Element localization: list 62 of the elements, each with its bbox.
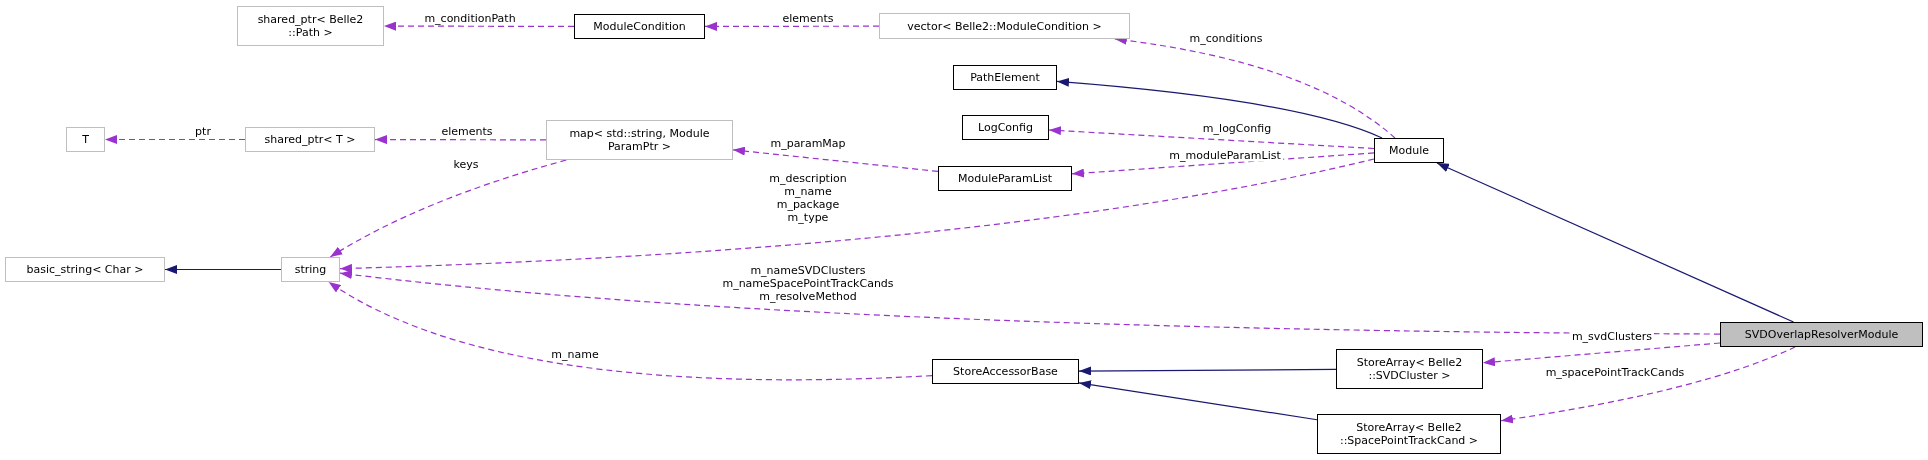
class-box bbox=[66, 127, 105, 152]
arrow bbox=[1056, 77, 1383, 139]
class-box bbox=[1317, 414, 1501, 454]
dashed-arrow bbox=[104, 135, 246, 144]
class-box bbox=[932, 359, 1079, 384]
dashed-arrow bbox=[329, 159, 567, 258]
dashed-arrow bbox=[383, 21, 575, 31]
class-name: vector< Belle2::ModuleCondition > bbox=[907, 19, 1102, 33]
dashed-arrow bbox=[328, 281, 933, 381]
class-name: T bbox=[82, 133, 89, 146]
class-name: StoreAccessorBase bbox=[953, 365, 1058, 378]
dashed-arrow bbox=[704, 21, 880, 31]
dashed-arrow bbox=[1071, 152, 1375, 178]
dashed-arrow bbox=[732, 146, 939, 173]
class-name: map< std::string, Module ParamPtr > bbox=[568, 127, 711, 153]
class-box bbox=[962, 115, 1049, 140]
class-box bbox=[281, 257, 340, 282]
edge-label: m_paramMap bbox=[768, 136, 848, 150]
class-box bbox=[879, 13, 1130, 39]
edge-label: m_conditionPath bbox=[422, 11, 518, 25]
class-name: string bbox=[294, 263, 327, 276]
edge-label: elements bbox=[780, 11, 836, 25]
class-box bbox=[5, 257, 165, 282]
edge-label: m_description m_name m_package m_type bbox=[767, 172, 849, 224]
edge-label: m_nameSVDClusters m_nameSpacePointTrackCands m_resolveMethod bbox=[720, 263, 896, 303]
edge-label: m_conditions bbox=[1187, 31, 1265, 45]
arrow bbox=[1078, 380, 1318, 421]
dashed-arrow bbox=[339, 158, 1375, 273]
dashed-arrow bbox=[1048, 126, 1375, 150]
class-box bbox=[1336, 349, 1483, 389]
class-name: ModuleParamList bbox=[957, 172, 1053, 185]
class-box bbox=[1374, 138, 1444, 163]
class-box bbox=[1720, 322, 1923, 347]
dashed-arrow bbox=[1482, 342, 1721, 367]
dashed-arrow bbox=[374, 135, 547, 145]
edge-label: elements bbox=[439, 124, 495, 138]
class-name: basic_string< Char > bbox=[26, 263, 144, 276]
edge-label: m_spacePointTrackCands bbox=[1543, 365, 1687, 379]
edge-label: m_logConfig bbox=[1200, 121, 1274, 135]
arrow bbox=[1436, 162, 1795, 323]
class-name: shared_ptr< Belle2 ::Path > bbox=[256, 13, 365, 39]
dashed-arrow bbox=[1500, 346, 1796, 424]
edge-label: ptr bbox=[193, 124, 213, 138]
class-box bbox=[953, 65, 1057, 90]
class-name: Module bbox=[1389, 144, 1429, 157]
class-name: StoreArray< Belle2 ::SpacePointTrackCand > bbox=[1338, 421, 1480, 447]
dashed-arrow bbox=[339, 270, 1721, 335]
class-box bbox=[938, 166, 1072, 191]
edge-label: keys bbox=[451, 157, 481, 171]
class-name: ModuleCondition bbox=[593, 20, 686, 33]
edge-label: m_moduleParamList bbox=[1167, 148, 1283, 162]
class-name: PathElement bbox=[970, 71, 1040, 84]
class-name: StoreArray< Belle2 ::SVDCluster > bbox=[1355, 356, 1464, 382]
arrow bbox=[164, 265, 282, 274]
class-name: SVDOverlapResolverModule bbox=[1744, 328, 1899, 341]
class-box bbox=[245, 127, 375, 152]
class-name: shared_ptr< T > bbox=[264, 133, 356, 146]
class-box bbox=[237, 6, 384, 46]
class-box bbox=[574, 14, 705, 39]
class-box bbox=[546, 120, 733, 160]
class-name: LogConfig bbox=[978, 121, 1033, 134]
arrow bbox=[1078, 366, 1337, 376]
